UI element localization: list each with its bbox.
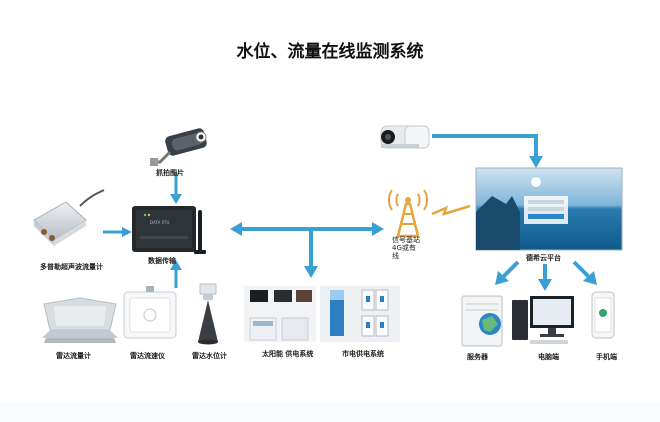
wireless-link-icon [431, 204, 471, 216]
label-pc: 电脑端 [538, 353, 559, 361]
arrowhead-server [495, 271, 509, 285]
bottom-strip [0, 402, 660, 422]
label-mains-power: 市电供电系统 [342, 350, 384, 358]
label-doppler-meter: 多普勒超声波流量计 [40, 263, 103, 271]
arrowhead-velocimeter [170, 260, 182, 270]
doppler-sensor-icon [33, 189, 105, 246]
mobile-icon [591, 291, 615, 339]
arrow-camera-cloud [432, 134, 538, 158]
signal-tower-icon [387, 189, 471, 238]
arrowhead-doppler [122, 227, 132, 237]
label-cloud-platform: 德希云平台 [526, 254, 561, 262]
label-radar-level: 雷达水位计 [192, 352, 227, 360]
label-mobile: 手机端 [596, 353, 617, 361]
cloud-platform-screen-icon [475, 167, 623, 251]
label-radar-flowmeter: 雷达流量计 [56, 352, 91, 360]
pc-icon [512, 296, 574, 344]
arrow-cloud-mobile [572, 260, 592, 280]
svg-text:DATA RTU: DATA RTU [150, 220, 170, 225]
mains-power-icon [320, 286, 400, 342]
label-solar-power: 太阳能 供电系统 [262, 350, 314, 358]
radar-level-icon [198, 283, 218, 345]
label-radar-velocimeter: 雷达流速仪 [130, 352, 165, 360]
arrowhead-mobile [583, 271, 597, 285]
solar-power-icon [244, 286, 316, 342]
arrowhead-camera-cloud [529, 156, 543, 168]
radar-velocimeter-icon [123, 286, 177, 339]
arrow-cloud-server [500, 260, 520, 280]
label-server: 服务器 [467, 353, 488, 361]
label-camera-capture: 抓拍图片 [156, 169, 184, 177]
label-base-station-line-3: 线 [392, 252, 399, 260]
arrowhead-right [372, 222, 384, 236]
diagram-title: 水位、流量在线监测系统 [236, 42, 424, 62]
arrowhead-capture [170, 194, 182, 204]
label-base-station-line-1: 信号基站 [392, 236, 420, 244]
arrowhead-power [304, 266, 318, 278]
radar-flowmeter-icon [42, 297, 118, 343]
connection-arrows [103, 134, 597, 291]
arrowhead-pc [538, 279, 552, 291]
rtu-device-icon: DATA RTU [132, 206, 206, 254]
bullet-camera-icon [380, 125, 430, 149]
label-data-transmission: 数据传输 [148, 257, 176, 265]
arrowhead-left [230, 222, 242, 236]
camera-capture-icon [150, 128, 207, 166]
server-icon [461, 295, 503, 347]
label-base-station: 信号基站 4G或有 线 [392, 236, 420, 260]
label-base-station-line-2: 4G或有 [392, 244, 416, 252]
